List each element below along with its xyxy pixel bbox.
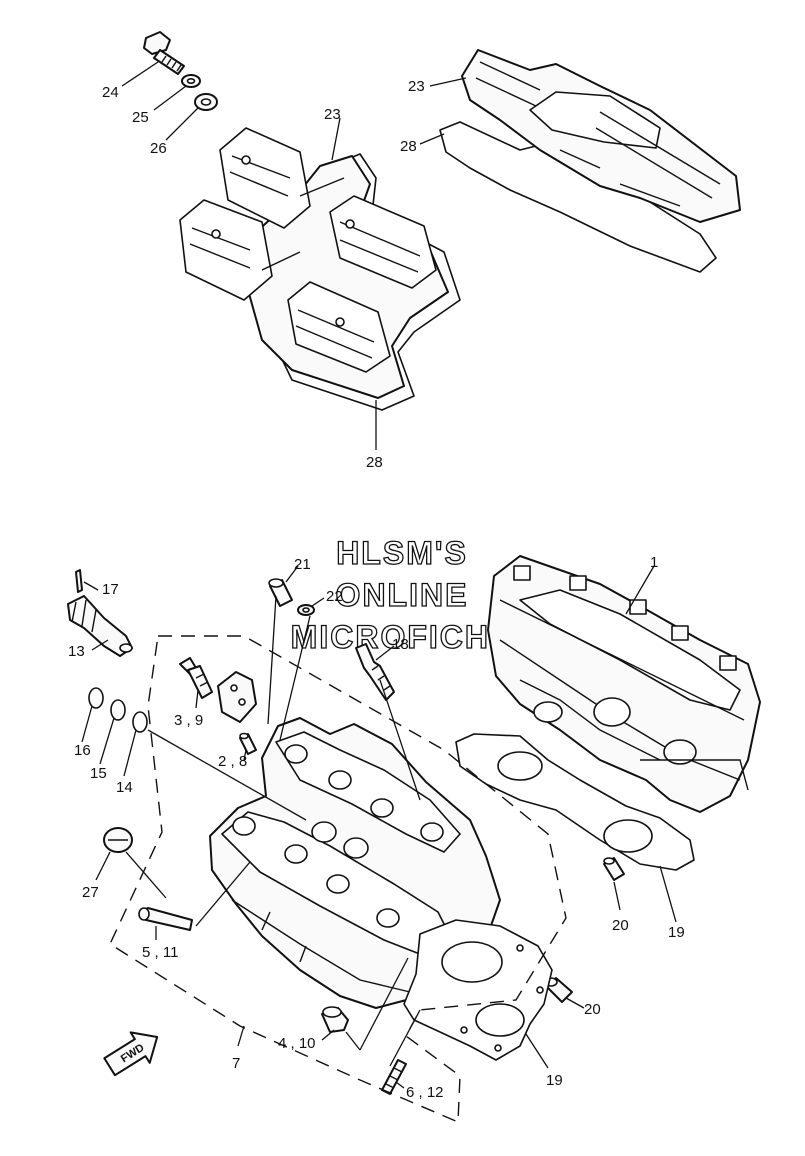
callout-16: 16 <box>74 742 91 759</box>
callout-24: 24 <box>102 84 119 101</box>
head-cover-assembly-front <box>179 127 461 411</box>
plug-4-10 <box>321 1006 349 1033</box>
o-ring-16 <box>88 687 104 709</box>
dowel-20-a <box>603 857 625 881</box>
callout-28-rear: 28 <box>400 138 417 155</box>
watermark-line-1: HLSM'S <box>336 535 468 571</box>
callout-15: 15 <box>90 765 107 782</box>
callout-26: 26 <box>150 140 167 157</box>
watermark-line-3: MICROFICHE <box>291 619 514 655</box>
head-cover-assembly-rear <box>439 49 741 273</box>
fitting-13 <box>67 595 133 657</box>
callout-18: 18 <box>392 636 409 653</box>
sub-assembly-boundary-7 <box>109 635 567 1124</box>
callout-20-lower: 20 <box>584 1001 601 1018</box>
bolt-3-9 <box>179 657 213 699</box>
head-gasket-upper <box>455 733 695 871</box>
bolt-24 <box>143 31 185 75</box>
callout-4-10: 4 , 10 <box>278 1035 316 1052</box>
bracket-3-9 <box>217 671 257 723</box>
callout-14: 14 <box>116 779 133 796</box>
washer-25 <box>181 74 201 88</box>
forward-direction-arrow: FWD <box>103 1031 159 1077</box>
callout-2-8: 2 , 8 <box>218 753 247 770</box>
washer-22 <box>297 604 315 616</box>
callout-25: 25 <box>132 109 149 126</box>
callout-27: 27 <box>82 884 99 901</box>
callout-7: 7 <box>232 1055 240 1072</box>
cap-21 <box>268 578 293 607</box>
callout-19-lower: 19 <box>546 1072 563 1089</box>
head-gasket-lower <box>403 919 553 1061</box>
callout-17: 17 <box>102 581 119 598</box>
callout-28-front: 28 <box>366 454 383 471</box>
spark-plug-18 <box>355 643 395 701</box>
o-ring-14 <box>132 711 148 733</box>
callout-22: 22 <box>326 588 343 605</box>
callout-13: 13 <box>68 643 85 660</box>
callout-23-rear: 23 <box>408 78 425 95</box>
o-ring-15 <box>110 699 126 721</box>
cap-27 <box>103 827 133 853</box>
callout-3-9: 3 , 9 <box>174 712 203 729</box>
callout-19-upper: 19 <box>668 924 685 941</box>
guide-5-11 <box>138 907 193 931</box>
callout-5-11: 5 , 11 <box>142 944 178 961</box>
callout-20-upper: 20 <box>612 917 629 934</box>
callout-23-front: 23 <box>324 106 341 123</box>
pin-2-8 <box>239 732 257 755</box>
washer-26 <box>194 93 218 111</box>
callout-1: 1 <box>650 554 658 571</box>
cylinder-head-assembly <box>487 555 761 813</box>
watermark-line-2: ONLINE <box>336 577 469 613</box>
pin-17 <box>75 569 83 593</box>
stud-6-12 <box>381 1059 407 1095</box>
callout-21: 21 <box>294 556 311 573</box>
callout-6-12: 6 , 12 <box>406 1084 444 1101</box>
